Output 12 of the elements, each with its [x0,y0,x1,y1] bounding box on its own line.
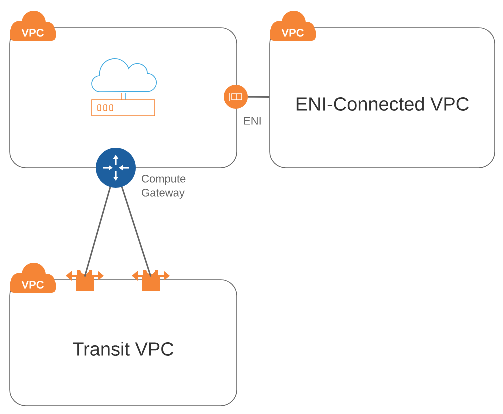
connector-line [248,96,270,98]
box-title: ENI-Connected VPC [296,97,469,111]
vpc-badge: VPC [10,11,56,41]
vpn-gateway-icon [66,268,104,291]
vpc-badge: VPC [10,263,56,293]
icon-label: Compute Gateway [142,175,186,199]
connector-line [84,187,112,277]
box-title: Transit VPC [73,342,174,356]
vpn-gateway-icon [132,268,170,291]
vpc-badge: VPC [270,11,316,41]
icon-label: ENI [244,117,261,125]
connector-line [121,186,152,278]
